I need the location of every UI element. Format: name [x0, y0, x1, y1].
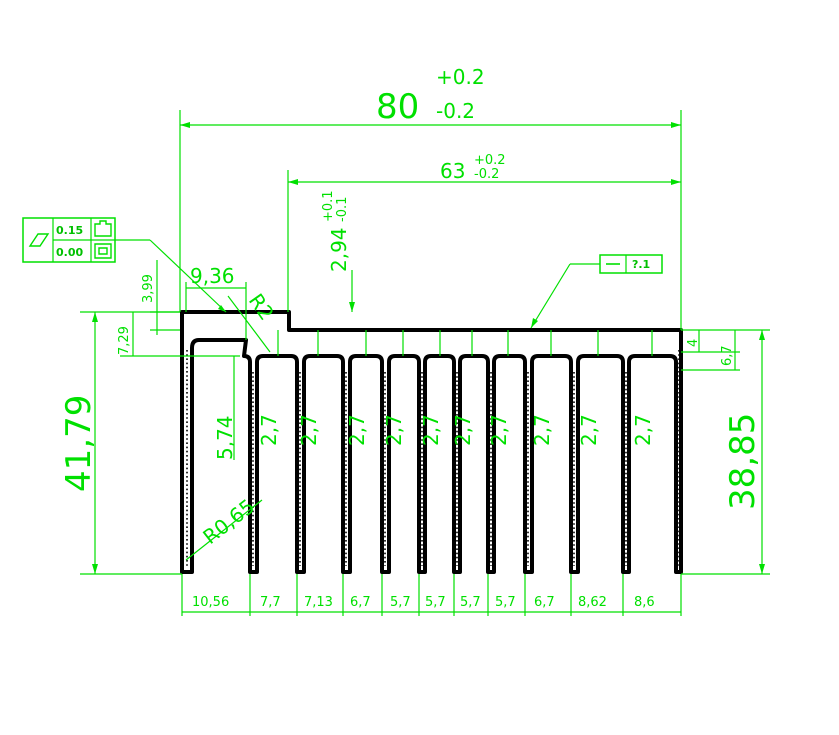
- dim-9-36: 9,36: [190, 264, 235, 288]
- fin-width-2: 2,7: [297, 414, 321, 446]
- flatness-value: ?.1: [632, 258, 650, 271]
- fin-width-3: 2,7: [345, 414, 369, 446]
- dim-5-74: 5,74: [213, 415, 237, 460]
- parallelism-callout: 0.15 0.00: [22, 217, 227, 313]
- dim-7-29: 7,29: [117, 326, 132, 355]
- dim-6-7: 6,7: [720, 345, 735, 366]
- pitch-7: 5,7: [460, 595, 481, 610]
- pitch-5: 5,7: [390, 595, 411, 610]
- overall-width-tol-minus: -0.2: [436, 99, 475, 123]
- dim-38-85: 38,85: [723, 413, 763, 510]
- dim-4: 4: [686, 339, 701, 347]
- fin-width-10: 2,7: [631, 414, 655, 446]
- fin-span-label: 63: [440, 159, 465, 183]
- step-label: 2,94: [327, 227, 351, 272]
- fin-width-labels: 2,7 2,7 2,7 2,7 2,7 2,7 2,7 2,7 2,7 2,7: [257, 330, 655, 446]
- fin-width-1: 2,7: [257, 414, 281, 446]
- flatness-callout: ?.1: [530, 254, 663, 329]
- pitch-4: 6,7: [350, 595, 371, 610]
- pitch-6: 5,7: [425, 595, 446, 610]
- datum-icon-2: [94, 243, 112, 259]
- pitch-1: 10,56: [192, 595, 229, 610]
- fin-width-5: 2,7: [419, 414, 443, 446]
- dim-41-79: 41,79: [59, 395, 99, 492]
- step-tol-minus: -0.1: [335, 197, 350, 222]
- bottom-dimension-chain: 10,56 7,7 7,13 6,7 5,7 5,7 5,7 5,7 6,7 8…: [181, 574, 682, 616]
- parallelism-tol-2: 0.00: [56, 246, 83, 259]
- parallelogram-icon: [28, 233, 50, 247]
- step-tol-plus: +0.1: [321, 190, 336, 222]
- profile-outline: [180, 310, 683, 574]
- fin-width-9: 2,7: [577, 414, 601, 446]
- pitch-2: 7,7: [260, 595, 281, 610]
- pitch-9: 6,7: [534, 595, 555, 610]
- heatsink-profile: [180, 310, 683, 574]
- fin-width-6: 2,7: [451, 414, 475, 446]
- dimension-layer: 80 +0.2 -0.2 63 +0.2 -0.2 2,94 +0.1 -0.1…: [22, 65, 770, 616]
- fin-span-tol-plus: +0.2: [474, 153, 506, 168]
- pitch-11: 8,6: [634, 595, 655, 610]
- overall-width-label: 80: [376, 87, 419, 127]
- fin-width-7: 2,7: [487, 414, 511, 446]
- fin-span-tol-minus: -0.2: [474, 167, 499, 182]
- pitch-10: 8,62: [578, 595, 607, 610]
- fin-width-8: 2,7: [530, 414, 554, 446]
- fin-width-4: 2,7: [382, 414, 406, 446]
- dim-3-99: 3,99: [141, 274, 156, 303]
- datum-icon-1: [94, 220, 112, 237]
- pitch-8: 5,7: [495, 595, 516, 610]
- dim-r2: R2: [244, 289, 279, 325]
- pitch-3: 7,13: [304, 595, 333, 610]
- parallelism-tol-1: 0.15: [56, 224, 83, 237]
- overall-width-tol-plus: +0.2: [436, 65, 485, 89]
